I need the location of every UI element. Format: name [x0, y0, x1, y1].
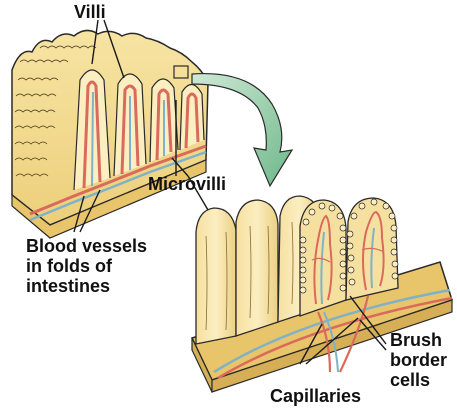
brush-border-label: Brush border cells: [390, 330, 447, 390]
villus-fold: [179, 83, 205, 151]
villus-fold: [113, 73, 147, 177]
intestinal-wall-block: [11, 29, 209, 239]
magnified-villi-block: [190, 195, 453, 393]
microvilli-label: Microvilli: [148, 174, 227, 194]
blood-vessels-line-2: in folds of: [26, 256, 112, 276]
leader-lines: [73, 19, 387, 365]
brush-border-line-2: border: [390, 350, 448, 370]
blood-vessels-label: Blood vessels in folds of intestines: [26, 236, 147, 296]
villus-fold: [149, 78, 179, 163]
zoom-arrow: [191, 72, 294, 188]
blood-vessels-line-3: intestines: [26, 276, 111, 296]
brush-border-line-1: Brush: [390, 330, 443, 350]
blood-vessels-line-1: Blood vessels: [26, 236, 148, 256]
capillaries-label: Capillaries: [270, 386, 362, 406]
brush-border-line-3: cells: [390, 370, 431, 390]
villi-label: Villi: [74, 2, 106, 22]
capillary-network: [311, 210, 385, 373]
villus-fold: [73, 69, 111, 191]
